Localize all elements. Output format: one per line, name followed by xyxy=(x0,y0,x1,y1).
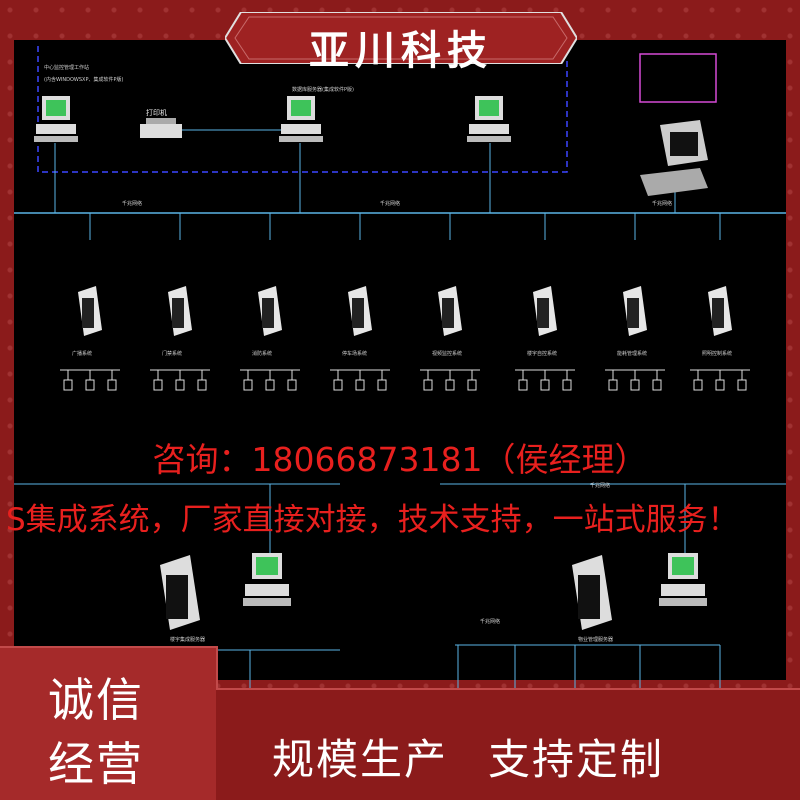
system-diagram-panel xyxy=(14,40,786,680)
workstation-note-2: (内含WINDOWSXP、集成软件P版) xyxy=(44,77,124,83)
device-icon xyxy=(445,379,455,391)
server-bay xyxy=(442,298,454,328)
lower-left-caption: 楼宇集成服务器 xyxy=(170,637,206,643)
lower-right-caption: 物业管理服务器 xyxy=(578,637,614,643)
lower-left-server-icon xyxy=(160,555,200,630)
server-bay xyxy=(712,298,724,328)
device-icon xyxy=(630,379,640,391)
device-icon xyxy=(355,379,365,391)
badge-line-2: 经营 xyxy=(48,737,144,791)
badge-line-1: 诚信 xyxy=(48,673,144,727)
subsystem-caption: 广播系统 xyxy=(72,351,93,357)
device-icon xyxy=(608,379,618,391)
title-banner: 亚川科技 xyxy=(225,12,577,74)
device-icon xyxy=(197,379,207,391)
lower-right-workstation-icon xyxy=(659,553,707,606)
device-icon xyxy=(333,379,343,391)
server-bay xyxy=(352,298,364,328)
lower-left-workstation-icon xyxy=(243,553,291,606)
banner-shape xyxy=(225,12,577,64)
subsystem-caption: 能耗管理系统 xyxy=(617,351,648,357)
display-wall-box xyxy=(639,53,717,103)
device-icon xyxy=(737,379,747,391)
slogan: 规模生产支持定制 xyxy=(272,726,664,787)
workstation-note-1: 中心监控管理工作站 xyxy=(44,65,90,71)
device-icon xyxy=(467,379,477,391)
subsystem-caption: 消防系统 xyxy=(252,351,273,357)
subsystem-caption: 照明控制系统 xyxy=(702,351,733,357)
lower-bus-label-right: 千兆网络 xyxy=(590,483,611,489)
slogan-part-1: 规模生产 xyxy=(272,735,449,784)
device-icon xyxy=(715,379,725,391)
bus-label-3: 千兆网络 xyxy=(652,201,673,207)
server-bay xyxy=(627,298,639,328)
server-note: 数据库服务器(集成软件P版) xyxy=(292,87,354,93)
integrity-badge: 诚信 经营 xyxy=(0,646,218,800)
lower-bus-label: 千兆网络 xyxy=(480,619,501,625)
device-icon xyxy=(423,379,433,391)
server-bay xyxy=(172,298,184,328)
device-icon xyxy=(175,379,185,391)
device-icon xyxy=(153,379,163,391)
bus-label-2: 千兆网络 xyxy=(380,201,401,207)
subsystem-caption: 楼宇自控系统 xyxy=(527,351,558,357)
printer-icon xyxy=(140,118,182,138)
lower-right-server-icon xyxy=(572,555,612,630)
contact-line: 咨询：18066873181（侯经理） xyxy=(152,440,648,479)
server-bay xyxy=(537,298,549,328)
device-icon xyxy=(652,379,662,391)
device-icon xyxy=(377,379,387,391)
device-icon xyxy=(287,379,297,391)
workstation-3-icon xyxy=(467,96,511,142)
device-icon xyxy=(63,379,73,391)
bus-label-1: 千兆网络 xyxy=(122,201,143,207)
device-icon xyxy=(693,379,703,391)
workstation-2-icon xyxy=(279,96,323,142)
device-icon xyxy=(243,379,253,391)
subsystem-caption: 视频监控系统 xyxy=(432,351,463,357)
device-icon xyxy=(107,379,117,391)
management-zone-border xyxy=(37,46,568,173)
workstation-1-icon xyxy=(34,96,78,142)
device-icon xyxy=(540,379,550,391)
brand-title: 亚川科技 xyxy=(309,28,493,74)
subsystem-servers xyxy=(60,213,750,391)
slogan-part-2: 支持定制 xyxy=(488,735,665,784)
device-icon xyxy=(85,379,95,391)
control-console-icon xyxy=(640,120,708,196)
device-icon xyxy=(518,379,528,391)
server-bay xyxy=(262,298,274,328)
service-line: S集成系统，厂家直接对接，技术支持，一站式服务！ xyxy=(6,502,739,538)
subsystem-caption: 门禁系统 xyxy=(162,351,183,357)
printer-label: 打印机 xyxy=(146,109,167,117)
device-icon xyxy=(562,379,572,391)
device-icon xyxy=(265,379,275,391)
subsystem-caption: 停车场系统 xyxy=(342,351,368,357)
bottom-ribbon: 规模生产支持定制 xyxy=(216,688,800,800)
server-bay xyxy=(82,298,94,328)
